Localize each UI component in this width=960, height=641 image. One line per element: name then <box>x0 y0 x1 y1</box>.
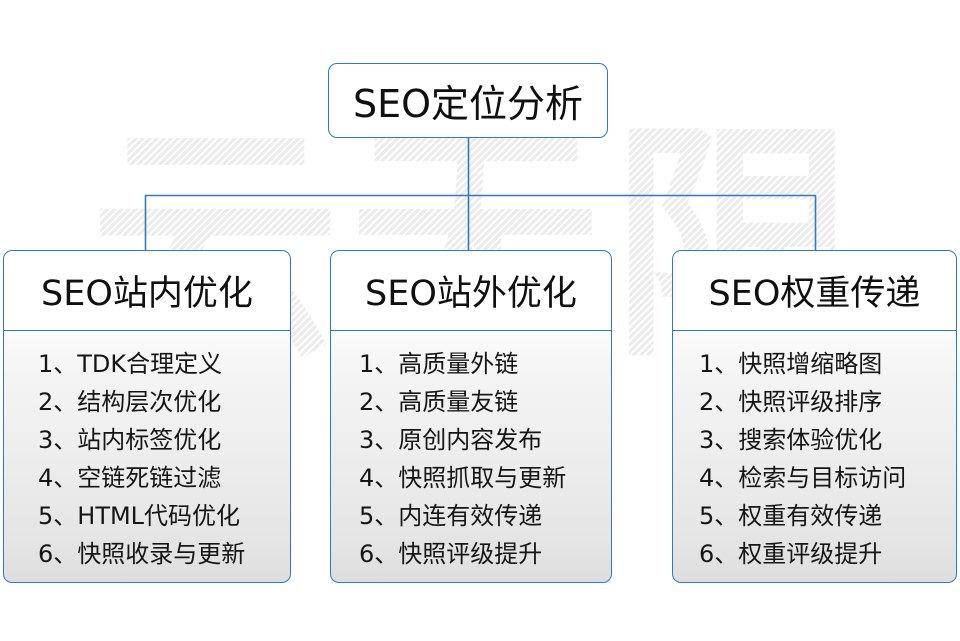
root-node[interactable]: SEO定位分析 <box>328 63 608 138</box>
list-item: 3、搜索体验优化 <box>699 426 883 454</box>
list-item: 5、内连有效传递 <box>359 502 543 530</box>
column-header-2: SEO站外优化 <box>330 250 612 331</box>
list-item: 6、快照评级提升 <box>359 540 543 568</box>
list-item: 6、快照收录与更新 <box>38 540 246 568</box>
list-item: 1、快照增缩略图 <box>699 350 883 378</box>
column-body-1: 1、TDK合理定义 2、结构层次优化 3、站内标签优化 4、空链死链过滤 5、H… <box>3 331 291 583</box>
column-node-1[interactable]: SEO站内优化 1、TDK合理定义 2、结构层次优化 3、站内标签优化 4、空链… <box>3 250 291 583</box>
column-header-3: SEO权重传递 <box>672 250 957 331</box>
column-body-2: 1、高质量外链 2、高质量友链 3、原创内容发布 4、快照抓取与更新 5、内连有… <box>330 331 612 583</box>
list-item: 2、高质量友链 <box>359 388 519 416</box>
list-item: 2、快照评级排序 <box>699 388 883 416</box>
list-item: 3、原创内容发布 <box>359 426 543 454</box>
column-body-3: 1、快照增缩略图 2、快照评级排序 3、搜索体验优化 4、检索与目标访问 5、权… <box>672 331 957 583</box>
list-item: 5、HTML代码优化 <box>38 502 241 530</box>
root-node-label: SEO定位分析 <box>328 63 608 138</box>
list-item: 6、权重评级提升 <box>699 540 883 568</box>
list-item: 4、快照抓取与更新 <box>359 464 567 492</box>
list-item: 3、站内标签优化 <box>38 426 222 454</box>
item-list-1: 1、TDK合理定义 2、结构层次优化 3、站内标签优化 4、空链死链过滤 5、H… <box>4 345 290 573</box>
column-node-3[interactable]: SEO权重传递 1、快照增缩略图 2、快照评级排序 3、搜索体验优化 4、检索与… <box>672 250 957 583</box>
list-item: 1、TDK合理定义 <box>38 350 223 378</box>
list-item: 4、空链死链过滤 <box>38 464 222 492</box>
column-node-2[interactable]: SEO站外优化 1、高质量外链 2、高质量友链 3、原创内容发布 4、快照抓取与… <box>330 250 612 583</box>
list-item: 5、权重有效传递 <box>699 502 883 530</box>
column-header-1: SEO站内优化 <box>3 250 291 331</box>
list-item: 4、检索与目标访问 <box>699 464 907 492</box>
item-list-2: 1、高质量外链 2、高质量友链 3、原创内容发布 4、快照抓取与更新 5、内连有… <box>331 345 611 573</box>
item-list-3: 1、快照增缩略图 2、快照评级排序 3、搜索体验优化 4、检索与目标访问 5、权… <box>673 345 956 573</box>
list-item: 1、高质量外链 <box>359 350 519 378</box>
list-item: 2、结构层次优化 <box>38 388 222 416</box>
